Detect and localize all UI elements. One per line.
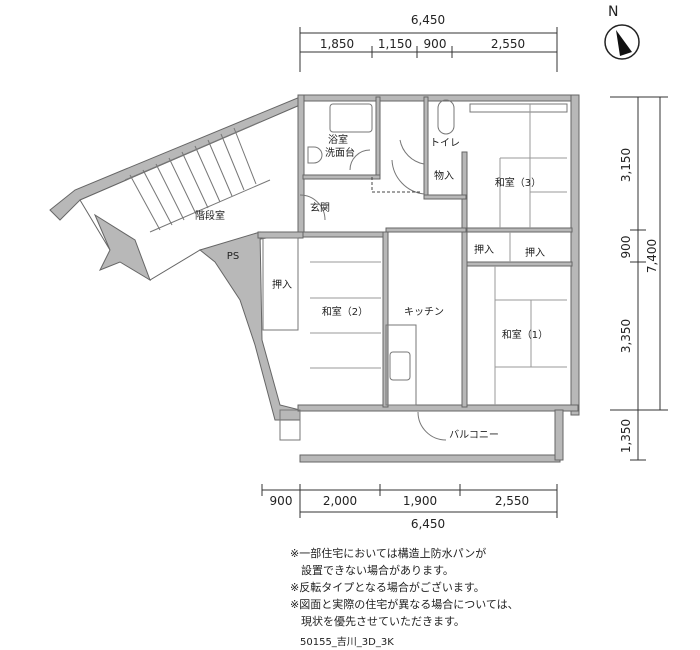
dim-bottom-4: 2,550: [495, 494, 529, 508]
kitchen-label: キッチン: [404, 306, 444, 318]
note-line: ※図面と実際の住宅が異なる場合については、: [290, 598, 519, 611]
entrance-label: 玄関: [310, 201, 330, 214]
washitsu2-label: 和室（2）: [322, 305, 368, 318]
dim-top-1: 1,850: [320, 37, 354, 51]
dim-bottom-3: 1,900: [403, 494, 437, 508]
stairwell-label: 階段室: [195, 209, 225, 222]
tatami-lines: [310, 104, 567, 405]
washstand-label: 洗面台: [325, 146, 355, 159]
dim-top-2: 1,150: [378, 37, 412, 51]
washbasin-icon: [307, 146, 323, 164]
bath-label: 浴室: [328, 133, 348, 146]
oshiire-a-label: 押入: [474, 243, 494, 256]
note-line: ※反転タイプとなる場合がございます。: [290, 581, 485, 594]
top-dimensions: 6,450 1,850 1,150 900 2,550: [299, 13, 558, 72]
dim-right-1: 3,150: [619, 148, 633, 182]
note-line: 設置できない場合があります。: [290, 564, 454, 577]
dim-bottom-total: 6,450: [411, 517, 445, 531]
dim-bottom-2: 2,000: [323, 494, 357, 508]
notes: ※一部住宅においては構造上防水パンが 設置できない場合があります。 ※反転タイプ…: [290, 545, 519, 630]
sink-icon: [389, 351, 411, 381]
right-dimensions: 3,150 900 3,350 1,350 7,400: [610, 96, 668, 461]
room-labels: 浴室 洗面台 トイレ 物入 和室（3） 玄関 押入 押入 押入 和室（2） キッ…: [272, 133, 548, 441]
dim-top-3: 900: [424, 37, 447, 51]
walls: [257, 94, 580, 463]
north-compass-icon: N: [604, 4, 640, 60]
note-line: ※一部住宅においては構造上防水パンが: [290, 547, 487, 560]
note-line: 現状を優先させていただきます。: [290, 615, 465, 628]
storage-label: 物入: [434, 169, 454, 182]
plan-code: 50155_吉川_3D_3K: [300, 637, 394, 648]
washitsu3-label: 和室（3）: [495, 176, 541, 189]
dim-right-4: 1,350: [619, 419, 633, 453]
dim-right-3: 3,350: [619, 319, 633, 353]
compass-north-label: N: [608, 4, 618, 20]
dim-top-4: 2,550: [491, 37, 525, 51]
oshiire-b-label: 押入: [525, 246, 545, 259]
oshiire-left-label: 押入: [272, 278, 292, 291]
dim-right-2: 900: [619, 236, 633, 259]
washitsu1-label: 和室（1）: [502, 328, 548, 341]
toilet-label: トイレ: [430, 138, 460, 149]
bottom-dimensions: 900 2,000 1,900 2,550 6,450: [261, 484, 558, 531]
stairwell-structure: 階段室 PS: [49, 96, 301, 421]
bathtub-icon: [329, 103, 373, 133]
ps-label: PS: [227, 251, 239, 262]
door-swings: [299, 139, 447, 441]
dim-right-total: 7,400: [645, 239, 659, 273]
dim-bottom-1: 900: [270, 494, 293, 508]
toilet-icon: [437, 99, 455, 135]
fixtures: [262, 99, 568, 441]
dim-top-total: 6,450: [411, 13, 445, 27]
balcony-label: バルコニー: [449, 429, 499, 441]
